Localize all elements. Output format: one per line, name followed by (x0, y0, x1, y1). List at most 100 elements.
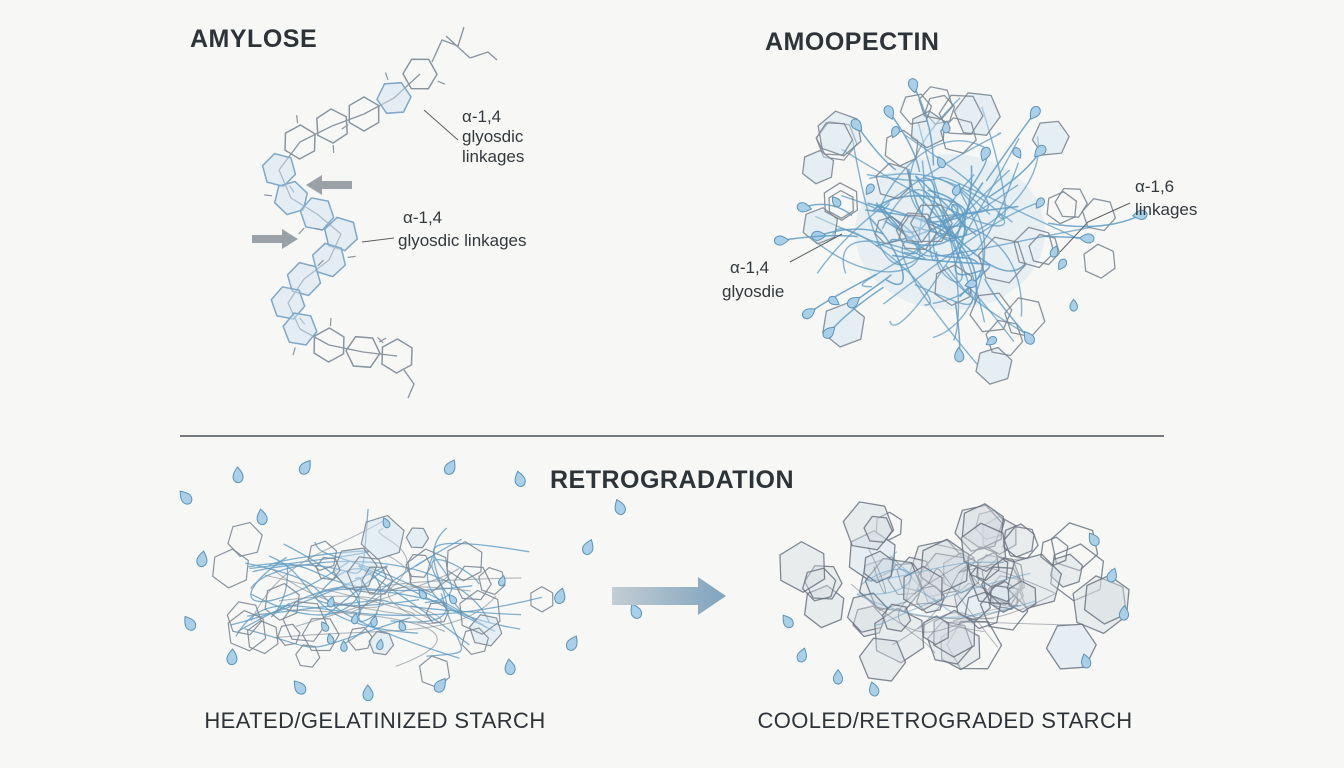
hexagon-ring (348, 96, 380, 132)
hexagon-ring (1083, 243, 1116, 279)
water-droplet-icon (773, 235, 790, 246)
water-droplet-icon (443, 459, 456, 475)
hexagon-ring (227, 521, 263, 557)
branch-strand (817, 228, 884, 237)
annotation-line: glyosdic linkages (398, 231, 527, 250)
water-droplet-icon (796, 647, 807, 663)
hexagon-ring (918, 86, 954, 121)
annotation-line: glyosdie (722, 282, 784, 301)
hexagon-ring (264, 582, 300, 621)
hexagon-ring (311, 242, 347, 278)
water-droplet-icon (514, 470, 526, 488)
hexagon-ring (899, 93, 933, 125)
hexagon-ring (900, 214, 932, 243)
right-arrow-icon (252, 229, 298, 249)
water-droplet-icon (376, 638, 384, 651)
hexagon-ring (1007, 580, 1037, 613)
bond-line (437, 80, 446, 85)
hexagon-ring (858, 637, 907, 682)
water-droplet-icon (831, 196, 842, 208)
hexagon-ring (246, 620, 279, 655)
water-droplet-icon (326, 596, 335, 608)
amylose-annotation-1: α-1,4 glyosdic linkages (462, 107, 524, 166)
annotation-line: α-1,4 (462, 107, 501, 126)
hexagon-ring (975, 346, 1013, 385)
hexagon-ring (960, 522, 1007, 573)
polymer-strand (841, 148, 1006, 227)
water-droplet-icon (869, 681, 880, 697)
transition-arrow-icon (612, 577, 726, 615)
hexagon-ring (969, 292, 1013, 333)
hexagon-ring (1049, 553, 1084, 588)
polymer-strand (248, 562, 473, 592)
polymer-strand (912, 175, 968, 238)
water-droplet-icon (1132, 209, 1148, 220)
bond-line (299, 125, 333, 143)
polymer-strand (250, 519, 386, 622)
annotation-line: α-1,6 (1135, 177, 1174, 196)
water-droplet-icon (226, 648, 238, 666)
branch-strand (888, 111, 921, 173)
branch-strand (1048, 214, 1142, 228)
amylopectin-title: AMOOPECTIN (765, 28, 939, 56)
polymer-strand (295, 568, 460, 627)
hexagon-ring (779, 540, 826, 593)
water-droplet-icon (850, 118, 862, 132)
hexagon-ring (405, 527, 430, 549)
hexagon-ring (299, 197, 335, 231)
water-droplet-icon (630, 603, 643, 619)
bond-line (329, 318, 332, 327)
heated-starch-label: HEATED/GELATINIZED STARCH (204, 708, 545, 733)
water-droplet-icon (1049, 245, 1059, 258)
hexagon-ring (315, 556, 341, 581)
polymer-strand (914, 122, 974, 306)
water-droplet-icon (582, 538, 594, 555)
polymer-strand (861, 184, 1019, 288)
hexagon-ring (823, 182, 859, 221)
water-droplet-icon (614, 498, 626, 515)
water-droplet-icon (370, 615, 378, 627)
hexagon-ring (212, 548, 249, 589)
hexagon-ring (453, 565, 492, 601)
polymer-strand (270, 565, 290, 618)
water-droplet-icon (1034, 144, 1047, 158)
hexagon-ring (282, 312, 318, 346)
hexagon-ring (917, 552, 976, 608)
water-droplet-icon (433, 677, 446, 693)
water-droplet-icon (1029, 105, 1041, 120)
water-droplet-icon (418, 589, 428, 600)
hexagon-ring (1028, 233, 1061, 266)
polymer-strand (882, 200, 1043, 305)
bond-line (292, 347, 296, 356)
water-droplet-icon (883, 105, 894, 120)
water-droplet-icon (554, 587, 566, 605)
water-droplet-icon (196, 550, 208, 568)
water-droplet-icon (832, 668, 844, 685)
bond-line (347, 255, 356, 258)
hexagon-ring (874, 216, 903, 245)
polymer-strand (981, 106, 1013, 223)
polymer-strand (889, 137, 1020, 326)
hexagon-ring (277, 623, 301, 646)
hexagon-ring (295, 644, 321, 668)
water-droplet-icon (184, 615, 197, 631)
hexagon-ring (909, 204, 953, 243)
polymer-strand (857, 593, 1037, 619)
water-droplet-icon (362, 684, 374, 702)
amylose-annotation-2: α-1,4 glyosdic linkages (398, 208, 527, 250)
polymer-strand (904, 602, 994, 620)
polymer-strand (816, 132, 1002, 274)
hexagon-ring (981, 556, 1026, 603)
polymer-strand (230, 565, 388, 626)
water-droplet-icon (340, 640, 348, 652)
hexagon-ring (461, 627, 490, 655)
hexagon-ring (822, 302, 866, 348)
hexagon-ring (478, 566, 506, 596)
water-droplet-icon (846, 296, 861, 309)
bond-line (384, 72, 389, 81)
hexagon-ring (1081, 197, 1117, 232)
hexagon-ring (1006, 553, 1063, 610)
annotation-line: α-1,4 (403, 208, 442, 227)
